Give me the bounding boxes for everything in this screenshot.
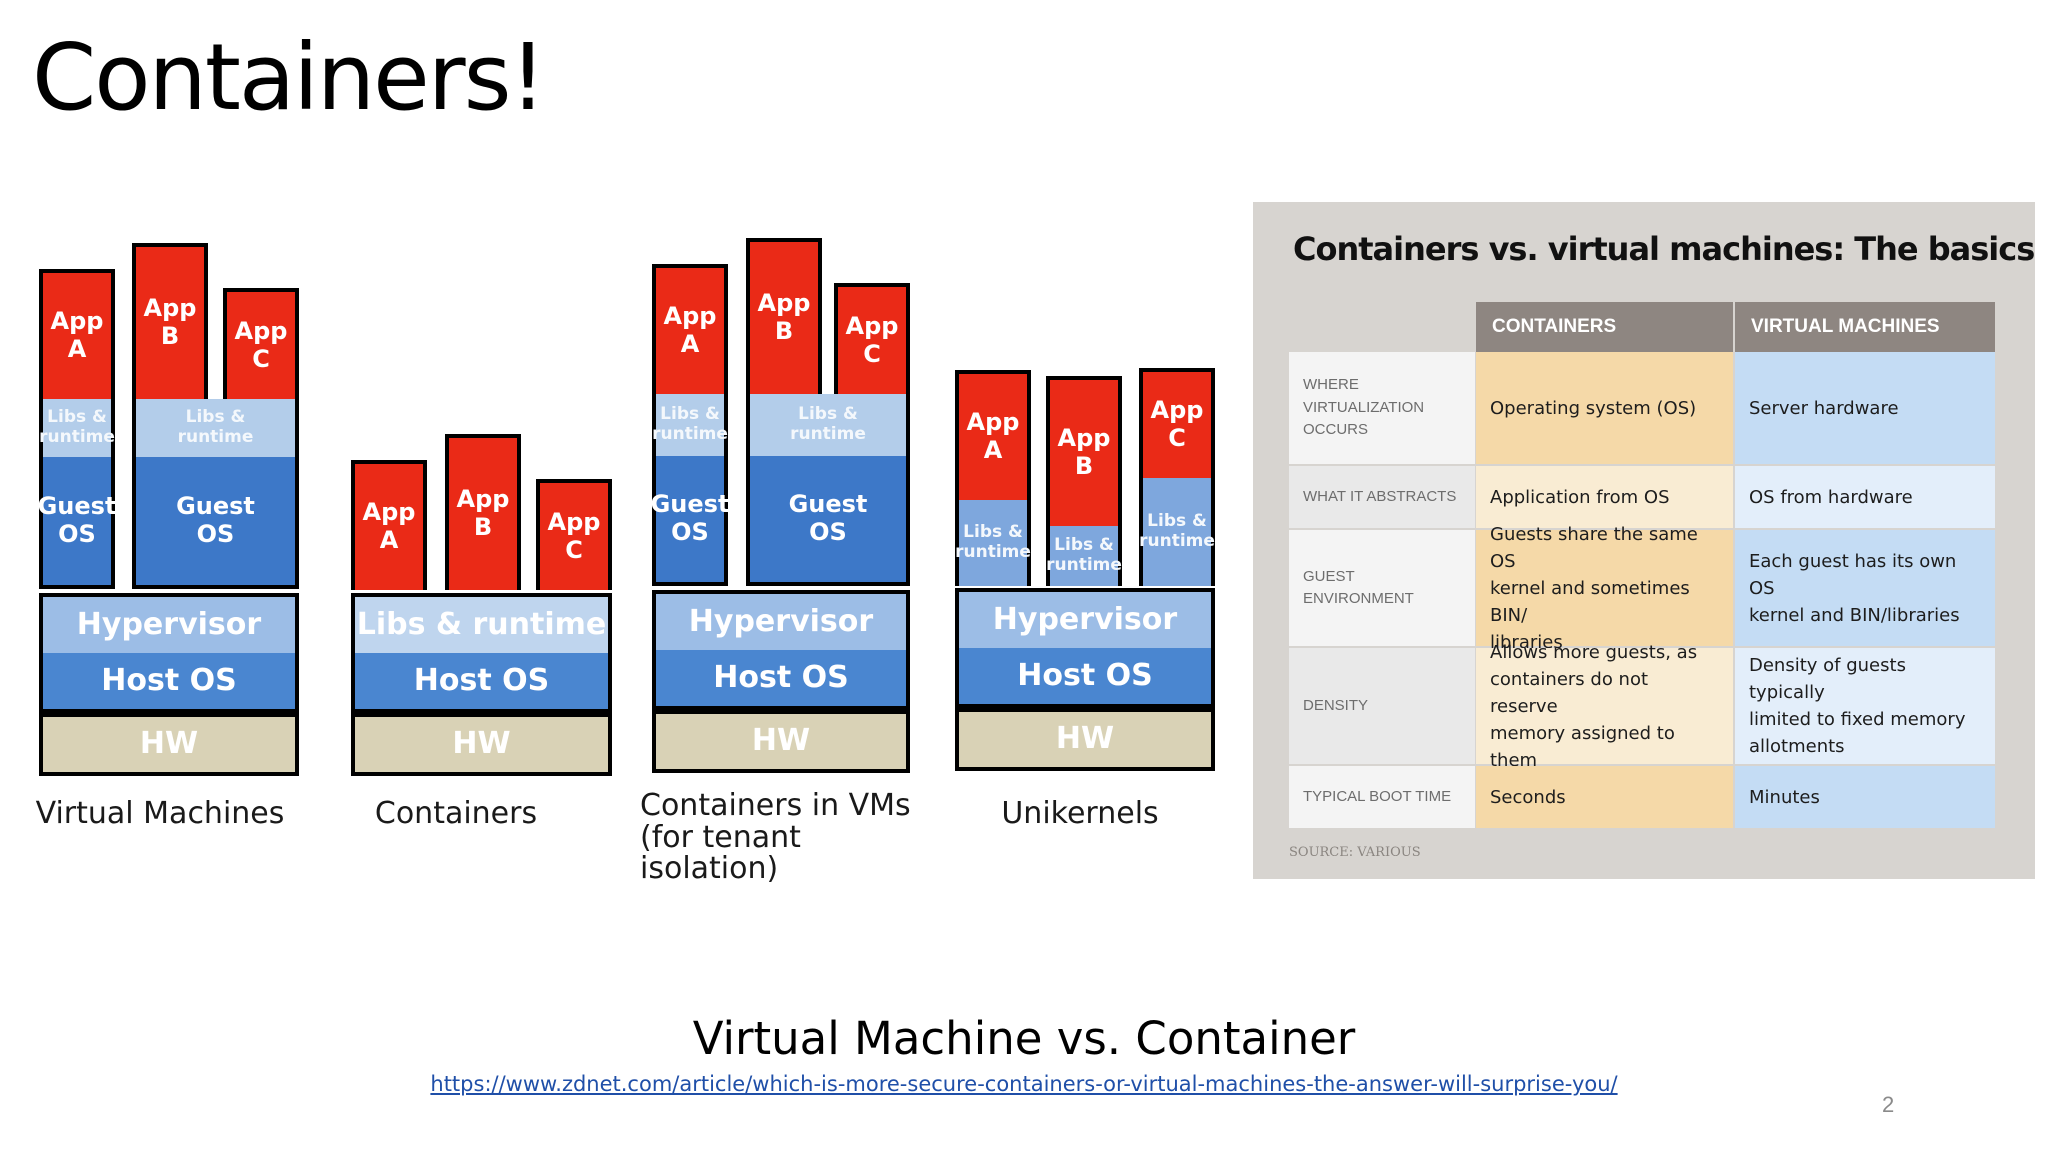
vm-hypervisor: Hypervisor: [39, 593, 299, 653]
containers-host-os: Host OS: [351, 653, 612, 713]
unikernel-libs-runtime-c: Libs & runtime: [1139, 478, 1215, 586]
unikernel-app-c: App C: [1139, 368, 1215, 478]
vm-libs-runtime-1: Libs & runtime: [39, 399, 115, 457]
slide-title: Containers!: [32, 24, 546, 131]
vm-libs-runtime-2: Libs & runtime: [132, 399, 299, 457]
vm-app-a: App A: [39, 269, 115, 399]
unikernel-libs-runtime-b: Libs & runtime: [1046, 526, 1122, 586]
containers-app-a: App A: [351, 460, 427, 590]
row-label: WHAT IT ABSTRACTS: [1289, 466, 1475, 528]
containers-hw: HW: [351, 713, 612, 776]
vm-label: Virtual Machines: [35, 796, 285, 831]
containers-label: Containers: [374, 796, 538, 831]
unikernel-host-os: Host OS: [955, 648, 1215, 708]
cell-containers: Allows more guests, as containers do not…: [1476, 642, 1733, 771]
cell-containers: Guests share the same OS kernel and some…: [1476, 524, 1733, 653]
cell-containers: Seconds: [1476, 766, 1733, 828]
containers-vs-vms-table: Containers vs. virtual machines: The bas…: [1253, 202, 2035, 879]
row-label: DENSITY: [1289, 648, 1475, 764]
unikernel-app-b: App B: [1046, 376, 1122, 526]
cell-containers: Operating system (OS): [1476, 352, 1733, 464]
civm-libs-runtime-1: Libs & runtime: [652, 394, 728, 456]
cell-virtual-machines: Density of guests typically limited to f…: [1735, 648, 1995, 764]
containers-libs-runtime: Libs & runtime: [351, 593, 612, 653]
cell-virtual-machines: Each guest has its own OS kernel and BIN…: [1735, 530, 1995, 646]
vm-host-os: Host OS: [39, 653, 299, 713]
civm-hypervisor: Hypervisor: [652, 590, 910, 650]
table-heading: Containers vs. virtual machines: The bas…: [1293, 230, 2035, 268]
column-header-virtual-machines: VIRTUAL MACHINES: [1735, 302, 1995, 352]
civm-host-os: Host OS: [652, 650, 910, 710]
vm-guest-os-1: Guest OS: [38, 457, 116, 589]
table-source-note: SOURCE: VARIOUS: [1289, 845, 1421, 860]
civm-app-c: App C: [834, 283, 910, 394]
cell-containers: Application from OS: [1476, 466, 1733, 528]
source-link[interactable]: https://www.zdnet.com/article/which-is-m…: [430, 1072, 1618, 1096]
column-header-containers: CONTAINERS: [1476, 302, 1733, 352]
cell-virtual-machines: OS from hardware: [1735, 466, 1995, 528]
vm-app-b: App B: [132, 243, 208, 399]
containers-app-b: App B: [445, 434, 521, 590]
civm-libs-runtime-2: Libs & runtime: [746, 394, 910, 456]
containers-app-c: App C: [536, 479, 612, 590]
unikernel-app-a: App A: [955, 370, 1031, 500]
figure-caption: Virtual Machine vs. Container: [692, 1012, 1356, 1065]
civm-guest-os-2: Guest OS: [746, 456, 910, 586]
unikernel-label: Unikernels: [1001, 796, 1159, 831]
cell-virtual-machines: Minutes: [1735, 766, 1995, 828]
unikernel-libs-runtime-a: Libs & runtime: [955, 500, 1031, 586]
row-label: GUEST ENVIRONMENT: [1289, 530, 1475, 646]
row-label: WHERE VIRTUALIZATION OCCURS: [1289, 352, 1475, 464]
vm-app-c: App C: [223, 288, 299, 399]
slide-number: 2: [1882, 1092, 1895, 1117]
row-label: TYPICAL BOOT TIME: [1289, 766, 1475, 828]
civm-guest-os-1: Guest OS: [651, 456, 729, 586]
cell-virtual-machines: Server hardware: [1735, 352, 1995, 464]
civm-label: Containers in VMs (for tenant isolation): [640, 788, 911, 886]
unikernel-hypervisor: Hypervisor: [955, 588, 1215, 648]
vm-guest-os-2: Guest OS: [132, 457, 299, 589]
architecture-stack-diagrams: App A App B App C Libs & runtime Libs & …: [0, 0, 1240, 900]
civm-app-b: App B: [746, 238, 822, 394]
unikernel-hw: HW: [955, 708, 1215, 771]
vm-hw: HW: [39, 713, 299, 776]
civm-app-a: App A: [652, 264, 728, 394]
civm-hw: HW: [652, 710, 910, 773]
